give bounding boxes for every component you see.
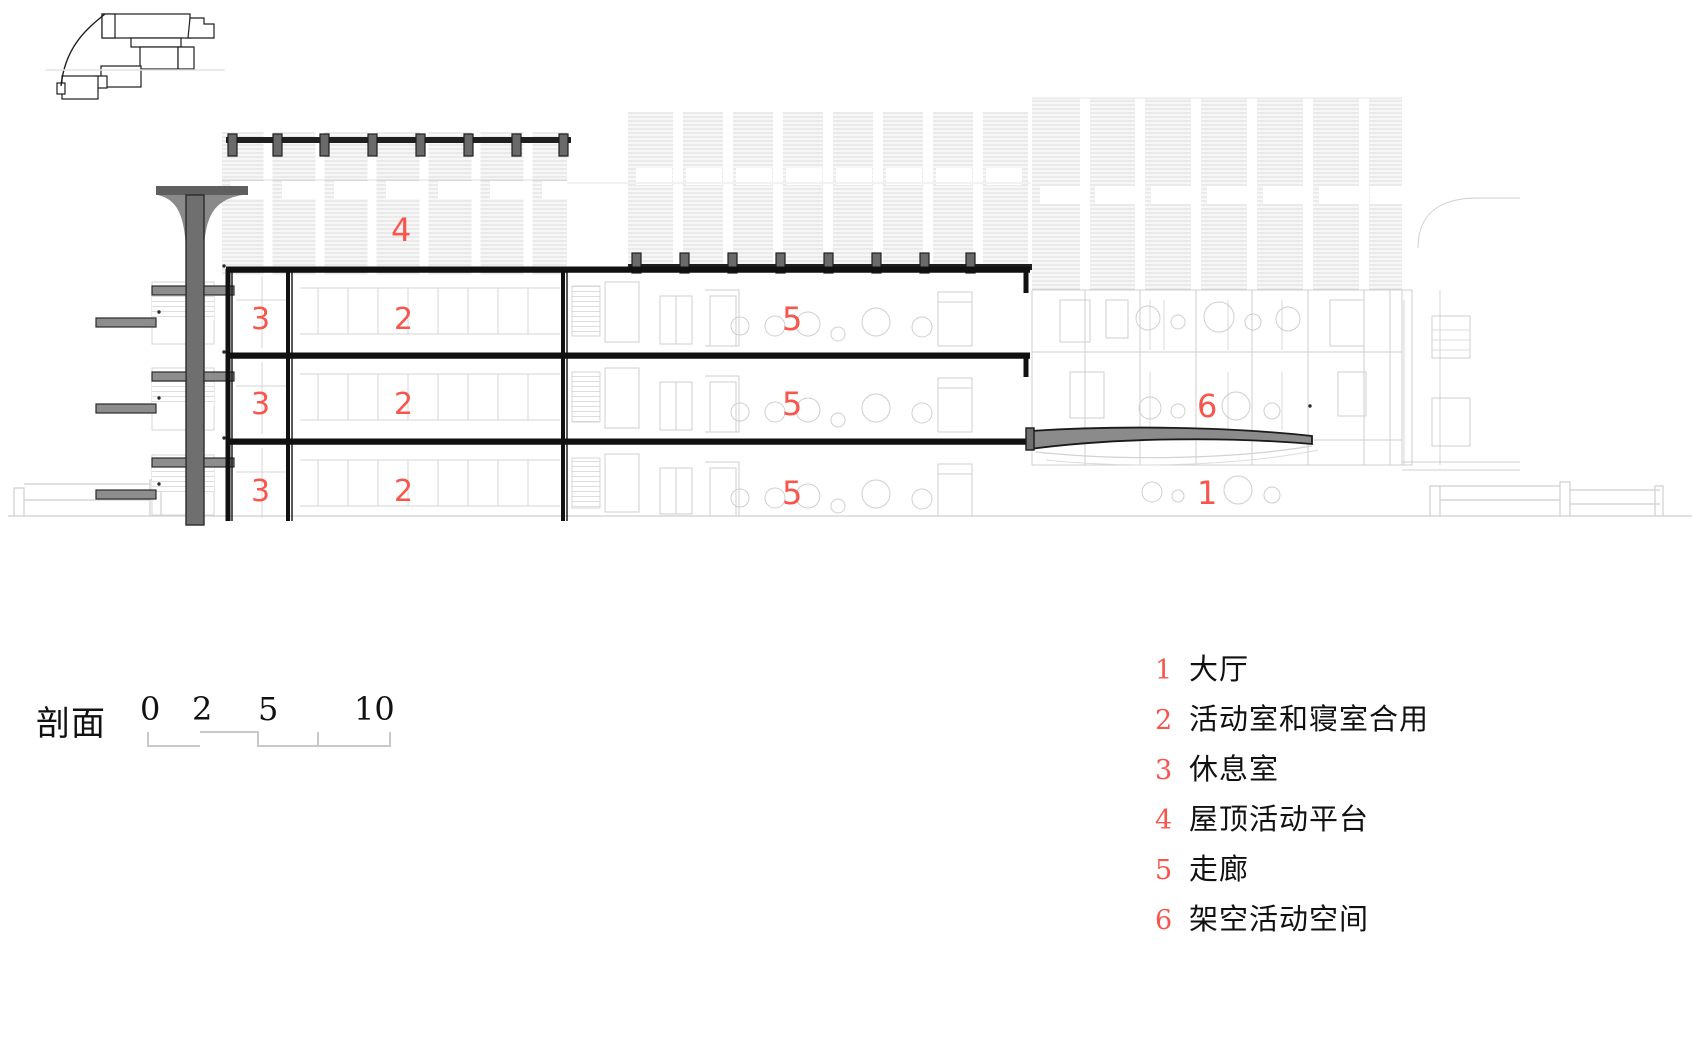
legend-label-5: 走廊: [1189, 852, 1250, 886]
room-tag-1: 1: [1197, 474, 1218, 512]
legend-label-3: 休息室: [1189, 752, 1280, 786]
background-elevation-right: [1032, 95, 1402, 290]
legend-number-3: 3: [1155, 755, 1173, 786]
scale-tick-2: 2: [192, 690, 213, 728]
legend-number-1: 1: [1155, 655, 1173, 686]
scale-tick-5: 5: [258, 690, 279, 728]
legend-item-4: 4 屋顶活动平台: [1155, 805, 1675, 855]
scale-bar-graphic: [147, 731, 391, 747]
roof-pergola-left: [226, 133, 571, 157]
legend-number-2: 2: [1155, 705, 1173, 736]
building-section-drawing: [8, 95, 1692, 526]
room-tag-3a: 3: [251, 302, 271, 337]
legend-item-6: 6 架空活动空间: [1155, 905, 1675, 955]
room-tag-5b: 5: [782, 385, 803, 423]
room-tag-3b: 3: [251, 387, 271, 422]
room-tag-5a: 5: [782, 300, 803, 338]
corridor-background-elevation: [571, 281, 973, 517]
faint-datum-lines: [567, 97, 1402, 184]
room-tag-2b: 2: [394, 387, 414, 422]
scale-tick-10: 10: [354, 690, 395, 728]
room-tag-3c: 3: [251, 474, 271, 509]
left-room-interior-faint: [236, 276, 560, 518]
legend-label-4: 屋顶活动平台: [1189, 802, 1370, 836]
level-reference-dots: [157, 264, 1312, 486]
room-tag-6: 6: [1197, 387, 1218, 425]
room-tag-2a: 2: [394, 302, 414, 337]
legend-number-6: 6: [1155, 905, 1173, 936]
legend-item-2: 2 活动室和寝室合用: [1155, 705, 1675, 755]
section-cut-structure: [225, 266, 1030, 521]
section-title-label: 剖面: [36, 704, 106, 744]
legend-item-1: 1 大厅: [1155, 655, 1675, 705]
scale-tick-0: 0: [140, 690, 161, 728]
curved-canopy-slab: [1025, 426, 1319, 466]
room-tag-2c: 2: [394, 474, 414, 509]
legend-label-2: 活动室和寝室合用: [1189, 702, 1430, 736]
legend-label-1: 大厅: [1189, 652, 1250, 686]
legend-number-4: 4: [1155, 805, 1173, 836]
mushroom-column: [95, 186, 248, 526]
key-plan-thumbnail: [45, 13, 225, 100]
background-elevation-middle: [628, 110, 1028, 270]
scale-bar-block: 剖面 0 2 5 10: [36, 690, 456, 760]
legend-item-3: 3 休息室: [1155, 755, 1675, 805]
room-legend: 1 大厅 2 活动室和寝室合用 3 休息室 4 屋顶活动平台 5 走廊 6 架空…: [1155, 655, 1675, 955]
legend-label-6: 架空活动空间: [1189, 902, 1370, 936]
legend-item-5: 5 走廊: [1155, 855, 1675, 905]
room-tag-4: 4: [391, 211, 412, 249]
room-tag-5c: 5: [782, 474, 803, 512]
legend-number-5: 5: [1155, 855, 1173, 886]
